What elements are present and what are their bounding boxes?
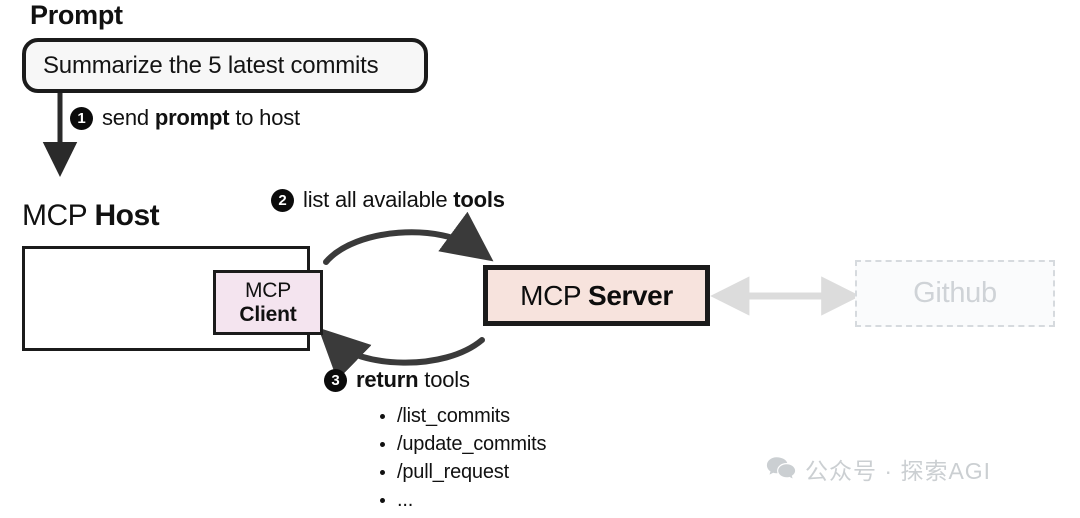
step-3-badge: 3 <box>324 368 347 392</box>
step-2-text-before: list all available <box>303 187 454 212</box>
list-item: /list_commits <box>378 402 546 430</box>
prompt-value: Summarize the 5 latest commits <box>43 51 379 79</box>
list-item: ... <box>378 486 546 514</box>
prompt-input-box[interactable]: Summarize the 5 latest commits <box>22 38 428 93</box>
step-3-label: 3 return tools <box>324 367 470 393</box>
arrow-return-tools <box>318 327 485 381</box>
watermark: 公众号 · 探索AGI <box>766 452 991 486</box>
mcp-host-heading-regular: MCP <box>22 199 95 232</box>
mcp-client-label-line1: MCP <box>244 278 292 302</box>
step-1-text-before: send <box>102 105 155 130</box>
watermark-text: 公众号 · 探索AGI <box>805 458 992 484</box>
step-1-text-after: to host <box>229 105 300 130</box>
mcp-server-label-regular: MCP <box>520 279 589 311</box>
mcp-server-label: MCP Server <box>520 280 673 312</box>
mcp-host-heading-bold: Host <box>94 199 160 232</box>
mcp-client-box[interactable]: MCP Client <box>213 270 323 335</box>
step-2-text-bold: tools <box>453 187 505 212</box>
step-2-badge: 2 <box>271 188 294 212</box>
github-label: Github <box>913 277 997 309</box>
step-2-label: 2 list all available tools <box>271 187 505 213</box>
step-1-text-bold: prompt <box>154 105 230 130</box>
prompt-heading: Prompt <box>30 0 123 30</box>
step-3-text-bold: return <box>356 367 419 392</box>
list-item: /update_commits <box>378 430 546 458</box>
arrow-list-tools <box>323 211 494 265</box>
step-3-text-after: tools <box>418 367 470 392</box>
tools-list: /list_commits /update_commits /pull_requ… <box>378 402 546 514</box>
step-1-text: send prompt to host <box>102 105 300 131</box>
list-item: /pull_request <box>378 458 546 486</box>
github-box[interactable]: Github <box>855 260 1055 327</box>
step-2-text: list all available tools <box>303 187 505 213</box>
mcp-server-box[interactable]: MCP Server <box>483 265 710 326</box>
mcp-client-label-line2: Client <box>239 302 297 326</box>
step-1-label: 1 send prompt to host <box>70 105 300 131</box>
step-3-text: return tools <box>356 367 470 393</box>
mcp-server-label-bold: Server <box>588 279 673 311</box>
step-1-badge: 1 <box>70 106 93 130</box>
wechat-icon <box>766 457 796 479</box>
mcp-host-heading: MCP Host <box>22 199 160 233</box>
